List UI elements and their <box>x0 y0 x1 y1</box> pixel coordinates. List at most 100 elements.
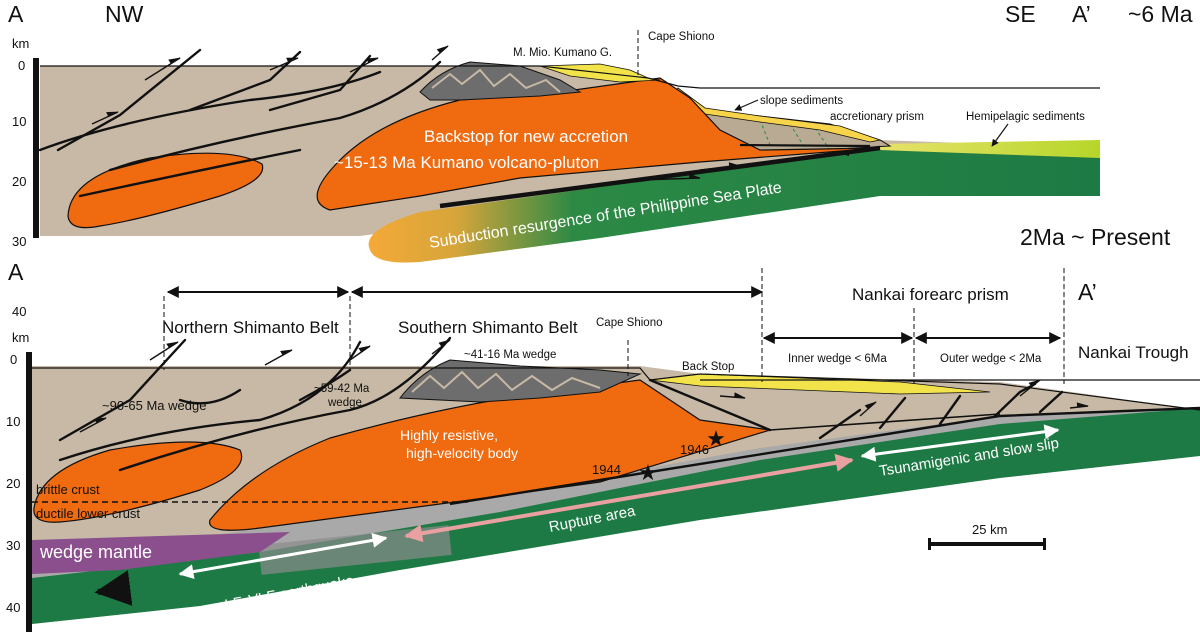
bottom-lf-arrow <box>178 532 388 580</box>
top-depth-tick-10: 10 <box>12 114 26 129</box>
top-depth-tick-30: 30 <box>12 234 26 249</box>
top-left-label: A <box>8 1 24 27</box>
top-fault-3 <box>38 70 382 152</box>
bottom-label-trough: Nankai Trough <box>1078 343 1189 362</box>
bottom-thrust-arrow-1 <box>149 341 179 361</box>
bottom-depth-tick-20: 20 <box>6 476 20 491</box>
bottom-scale-end-right <box>1043 538 1046 550</box>
bottom-scale-bar <box>928 542 1046 546</box>
bottom-panel: 2Ma ~ Present A A’ 40 km 0 10 20 30 40 <box>6 224 1200 632</box>
top-label-slope: slope sediments <box>760 95 843 107</box>
top-prism-thrusts <box>759 119 831 151</box>
bottom-sheared-folds <box>411 370 601 393</box>
top-depth-tick-20: 20 <box>12 174 26 189</box>
bottom-label-mantle: wedge mantle <box>39 542 152 562</box>
top-right-direction: SE <box>1005 1 1036 27</box>
top-label-prism: accretionary prism <box>830 111 924 123</box>
bottom-label-cape: Cape Shiono <box>596 317 663 329</box>
top-thrust-arrow-3 <box>349 57 379 73</box>
top-hemipelagic-pointer <box>991 123 1009 147</box>
top-backstop-pluton <box>316 77 881 211</box>
top-label-kumano-group: M. Mio. Kumano G. <box>513 47 612 59</box>
bottom-depth-unit: km <box>12 330 29 345</box>
bottom-label-nankai-prism: Nankai forearc prism <box>852 285 1009 304</box>
top-thrust-arrow-1 <box>144 57 181 81</box>
bottom-fault-4 <box>118 336 452 472</box>
bottom-age-label: 2Ma ~ Present <box>1020 224 1171 250</box>
bottom-backstop-boundary <box>648 378 772 432</box>
bottom-fault-1 <box>58 338 187 442</box>
bottom-label-ductile: ductile lower crust <box>36 506 140 521</box>
bottom-thrust-arrow-3 <box>349 345 371 361</box>
bottom-thrust-arrow-4 <box>431 339 451 355</box>
top-thrust-arrow-2 <box>269 57 299 71</box>
bottom-label-wedge-41: ~41-16 Ma wedge <box>464 349 556 361</box>
top-prism-base-fault <box>739 143 871 148</box>
bottom-depth-tick-10: 10 <box>6 414 20 429</box>
top-depth-bar <box>33 58 39 238</box>
bottom-prism-thrust-3 <box>938 394 962 426</box>
top-right-label: A’ <box>1072 1 1091 27</box>
bottom-label-outer: Outer wedge < 2Ma <box>940 353 1042 365</box>
bottom-scale-end-left <box>928 538 931 550</box>
bottom-label-brittle: brittle crust <box>36 482 100 497</box>
top-age-label: ~6 Ma <box>1128 1 1193 27</box>
bottom-depth-tick-40: 40 <box>6 600 20 615</box>
bottom-left-label: A <box>8 259 24 285</box>
top-depth-tick-0: 0 <box>18 58 25 73</box>
top-hemipelagic-sediments <box>880 140 1100 158</box>
bottom-label-wedge-59-b: wedge <box>327 397 362 409</box>
bottom-thrust-arrow-6 <box>859 401 877 417</box>
top-slab-arrow-2 <box>837 149 871 157</box>
top-slab-arrow-1 <box>639 173 701 181</box>
bottom-thrust-arrow-7 <box>1019 379 1041 397</box>
bottom-star-1944: ★ <box>638 461 658 486</box>
bottom-depth-tick-30: 30 <box>6 538 20 553</box>
top-fault-5 <box>78 148 302 198</box>
bottom-label-eq1946: 1946 <box>680 442 709 457</box>
top-slab-arrow-3 <box>699 162 741 171</box>
bottom-depth-bar <box>26 352 32 632</box>
top-decollement <box>439 145 881 209</box>
top-thrust-arrow-5 <box>91 111 119 125</box>
bottom-prism-thrust-1 <box>818 408 862 440</box>
bottom-plate-motion-arrow <box>94 570 133 606</box>
top-surface-line <box>40 65 1100 89</box>
bottom-scale-label: 25 km <box>972 522 1007 537</box>
top-depth-unit: km <box>12 36 29 51</box>
top-panel: A NW SE A’ ~6 Ma km 0 10 20 30 <box>8 1 1193 263</box>
bottom-label-eq1944: 1944 <box>592 462 621 477</box>
bottom-label-inner: Inner wedge < 6Ma <box>788 353 887 365</box>
top-fault-1 <box>56 48 202 152</box>
bottom-label-southern: Southern Shimanto Belt <box>398 318 578 337</box>
bottom-thrust-arrow-5 <box>79 417 107 433</box>
bottom-label-back-stop: Back Stop <box>682 361 734 373</box>
bottom-surface-line <box>32 367 1200 411</box>
top-label-hemipelagic: Hemipelagic sediments <box>966 111 1085 123</box>
top-label-backstop: Backstop for new accretion <box>424 127 628 146</box>
top-philippine-sea-plate <box>368 148 1101 263</box>
bottom-rupture-arrow <box>404 453 854 543</box>
bottom-fault-3 <box>58 340 362 462</box>
top-label-pluton: ~15-13 Ma Kumano volcano-pluton <box>334 153 599 172</box>
bottom-sheared-unit <box>399 359 642 403</box>
top-slope-pointer <box>734 99 759 111</box>
top-fault-4 <box>108 60 442 172</box>
bottom-label-wedge-59-a: ~59-42 Ma <box>314 383 370 395</box>
bottom-fault-5 <box>298 368 352 402</box>
bottom-tsunami-arrow <box>860 424 1060 462</box>
bottom-top-tick: 40 <box>12 304 26 319</box>
top-left-orange-lens <box>67 152 264 229</box>
bottom-label-wedge-90: ~90-65 Ma wedge <box>102 398 206 413</box>
top-label-cape: Cape Shiono <box>648 31 715 43</box>
bottom-thrust-arrow-2 <box>264 349 293 366</box>
bottom-label-northern: Northern Shimanto Belt <box>162 318 339 337</box>
bottom-fault-2 <box>178 388 242 405</box>
bottom-label-resistive-a: Highly resistive, <box>400 427 498 443</box>
bottom-prism-thrust-5 <box>1038 390 1064 414</box>
top-thrust-arrow-4 <box>431 45 449 61</box>
bottom-star-1946: ★ <box>706 427 726 452</box>
bottom-prism-thrust-2 <box>878 396 907 430</box>
